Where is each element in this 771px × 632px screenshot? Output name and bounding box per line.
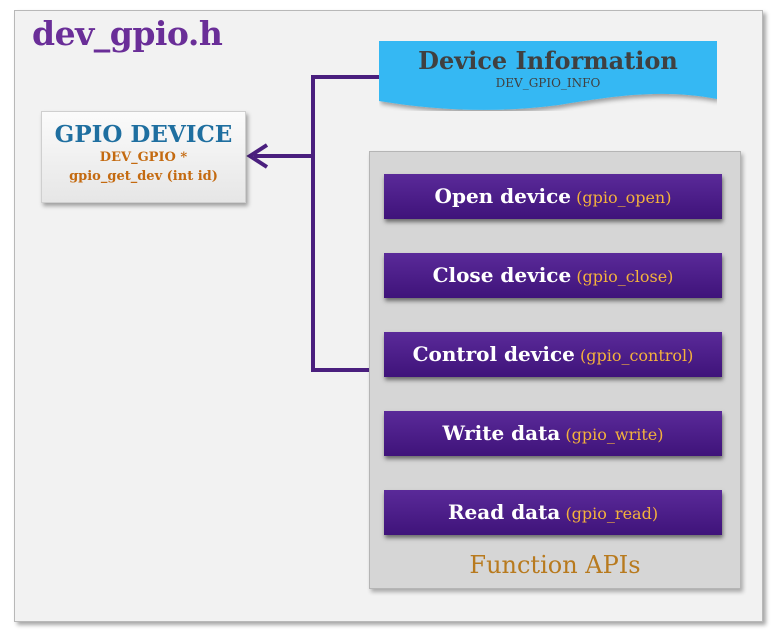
arrowhead — [246, 143, 269, 169]
api-label: Close device — [432, 263, 572, 287]
connector-bracket — [311, 75, 383, 372]
header-title: dev_gpio.h — [32, 14, 223, 53]
open-device-button[interactable]: Open device (gpio_open) — [384, 174, 722, 219]
device-information-shape — [379, 41, 717, 110]
close-device-button[interactable]: Close device (gpio_close) — [384, 253, 722, 298]
control-device-button[interactable]: Control device (gpio_control) — [384, 332, 722, 377]
gpio-device-type: DEV_GPIO * — [99, 150, 188, 165]
gpio-device-box: GPIO DEVICE DEV_GPIO * gpio_get_dev (int… — [41, 111, 246, 203]
function-apis-panel: Open device (gpio_open) Close device (gp… — [369, 151, 741, 589]
api-fn: (gpio_write) — [565, 425, 664, 444]
api-label: Write data — [442, 421, 561, 445]
api-label: Open device — [434, 184, 571, 208]
device-information-subtitle: DEV_GPIO_INFO — [495, 76, 601, 90]
function-apis-caption: Function APIs — [469, 551, 641, 579]
api-label: Read data — [447, 500, 561, 524]
device-information-title: Device Information — [418, 46, 678, 75]
device-information-box: Device Information DEV_GPIO_INFO — [379, 41, 717, 111]
api-fn: (gpio_control) — [579, 346, 694, 365]
api-fn: (gpio_read) — [565, 504, 659, 523]
api-label: Control device — [412, 342, 575, 366]
write-data-button[interactable]: Write data (gpio_write) — [384, 411, 722, 456]
api-fn: (gpio_close) — [576, 267, 674, 286]
read-data-button[interactable]: Read data (gpio_read) — [384, 490, 722, 535]
gpio-device-title: GPIO DEVICE — [54, 121, 233, 148]
gpio-device-function: gpio_get_dev (int id) — [69, 169, 218, 184]
api-fn: (gpio_open) — [576, 188, 672, 207]
